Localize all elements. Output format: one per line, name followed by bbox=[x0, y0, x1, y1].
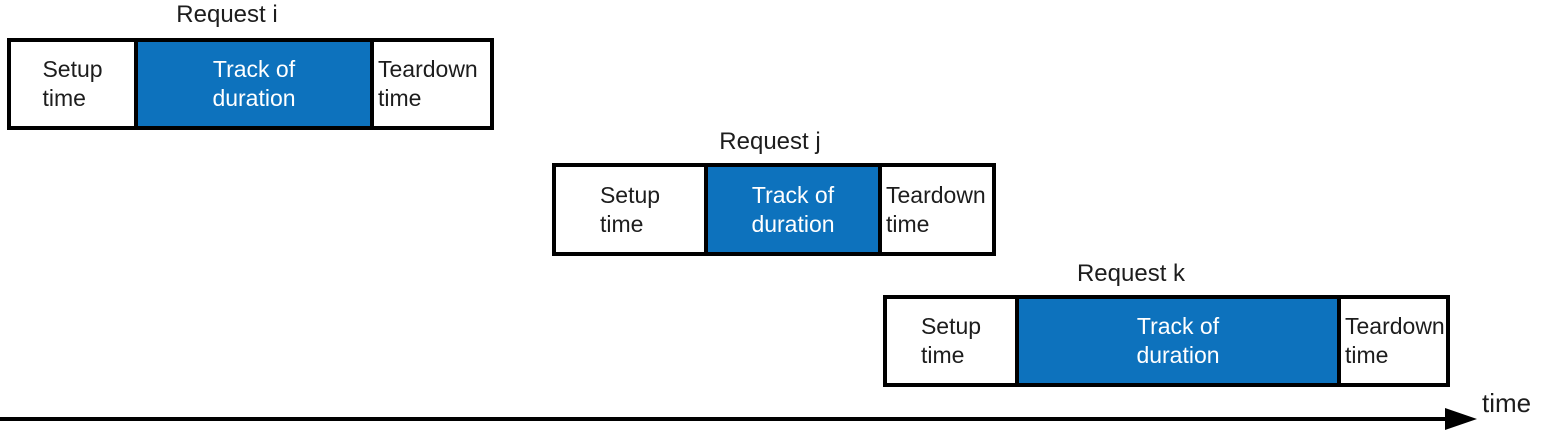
segment-label-line1: Teardown bbox=[886, 181, 986, 208]
segment-label-line1: Track of bbox=[1136, 313, 1220, 339]
time-axis-label: time bbox=[1482, 388, 1532, 418]
segment-label-line2: time bbox=[920, 342, 965, 368]
segment-track-of-duration: Track of duration bbox=[704, 167, 878, 252]
segment-label-line1: Setup bbox=[42, 56, 103, 82]
segment-label: Setup time bbox=[921, 312, 981, 370]
time-axis-arrowhead-icon bbox=[1445, 408, 1477, 430]
time-axis-line bbox=[0, 417, 1450, 421]
request-i-box: Setup time Track of duration Teardown ti… bbox=[7, 38, 494, 130]
segment-label-line2: duration bbox=[751, 210, 835, 237]
segment-label: Teardown time bbox=[886, 181, 986, 239]
segment-label-line1: Track of bbox=[751, 181, 835, 208]
segment-label-line2: time bbox=[42, 85, 86, 111]
segment-label-line2: time bbox=[886, 210, 930, 237]
request-i-title: Request i bbox=[176, 1, 278, 28]
segment-label: Track of duration bbox=[751, 181, 834, 239]
segment-teardown-time: Teardown time bbox=[1337, 299, 1446, 383]
segment-setup-time: Setup time bbox=[556, 167, 704, 252]
request-j-box: Setup time Track of duration Teardown ti… bbox=[552, 163, 996, 256]
segment-label-line2: time bbox=[378, 85, 422, 111]
segment-label-line1: Setup bbox=[920, 313, 982, 339]
segment-track-of-duration: Track of duration bbox=[134, 42, 370, 126]
segment-track-of-duration: Track of duration bbox=[1015, 299, 1337, 383]
segment-label: Track of duration bbox=[212, 55, 295, 113]
segment-label-line2: time bbox=[1345, 342, 1389, 368]
request-k-title: Request k bbox=[1076, 260, 1186, 287]
segment-teardown-time: Teardown time bbox=[370, 42, 490, 126]
segment-teardown-time: Teardown time bbox=[878, 167, 992, 252]
segment-label-line1: Teardown bbox=[378, 56, 478, 82]
segment-label-line2: duration bbox=[1136, 342, 1220, 368]
segment-label-line2: time bbox=[599, 210, 644, 237]
segment-label-line1: Setup bbox=[599, 181, 661, 208]
segment-label: Teardown time bbox=[378, 55, 478, 113]
segment-setup-time: Setup time bbox=[11, 42, 134, 126]
segment-label-line1: Track of bbox=[212, 56, 296, 82]
segment-label-line1: Teardown bbox=[1345, 313, 1445, 339]
segment-label: Track of duration bbox=[1136, 312, 1219, 370]
segment-label: Teardown time bbox=[1345, 312, 1445, 370]
request-k-box: Setup time Track of duration Teardown ti… bbox=[883, 295, 1450, 387]
segment-label-line2: duration bbox=[212, 85, 296, 111]
request-j-title: Request j bbox=[719, 128, 821, 155]
segment-label: Setup time bbox=[600, 181, 660, 239]
segment-label: Setup time bbox=[42, 55, 102, 113]
segment-setup-time: Setup time bbox=[887, 299, 1015, 383]
